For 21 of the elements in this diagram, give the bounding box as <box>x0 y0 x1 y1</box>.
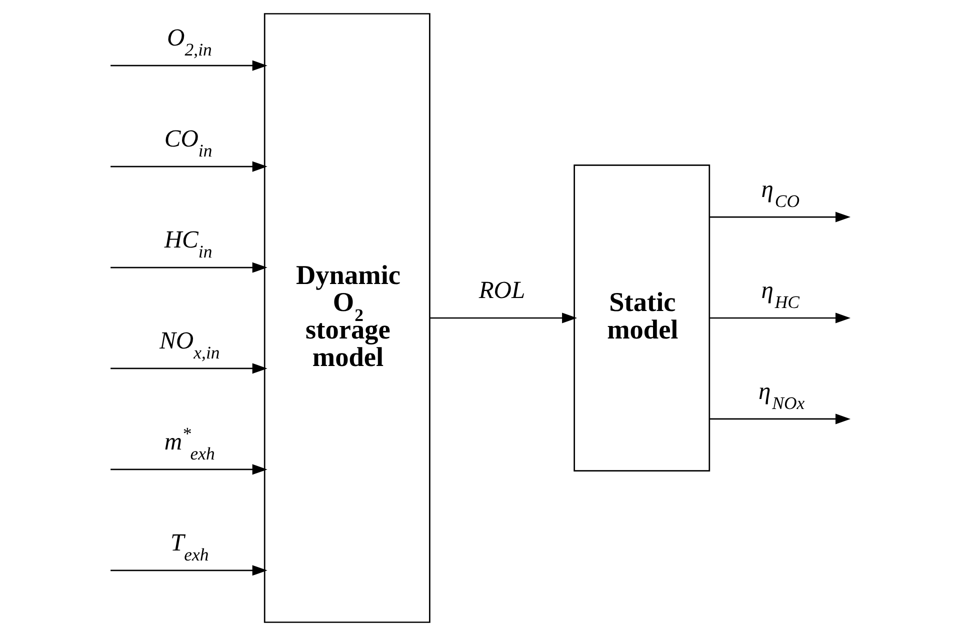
edge-label: T$_{exh}$ <box>170 529 209 564</box>
edge-label: η$_{HC}$ <box>761 277 800 312</box>
node-box: Dynamic O$_{2}$ storage model <box>264 13 430 623</box>
edge-label: HC$_{in}$ <box>164 226 212 262</box>
arrow <box>110 363 268 374</box>
arrow <box>709 212 851 222</box>
arrow <box>110 262 268 273</box>
arrow <box>110 565 268 576</box>
edge-label: ROL <box>478 277 526 304</box>
edge-label: CO$_{in}$ <box>164 126 212 161</box>
arrow <box>709 414 851 424</box>
arrow <box>430 312 578 324</box>
edge-label: NO$_{x,in}$ <box>160 328 220 363</box>
arrow <box>709 312 851 324</box>
edge-label: η$_{NOx}$ <box>758 378 805 414</box>
edge-label: O$_{2,in}$ <box>167 24 212 60</box>
edge-label: η$_{CO}$ <box>761 176 800 212</box>
arrow <box>110 161 268 172</box>
node-box: Static model <box>574 164 710 472</box>
arrow <box>110 464 268 475</box>
arrow <box>110 60 268 71</box>
